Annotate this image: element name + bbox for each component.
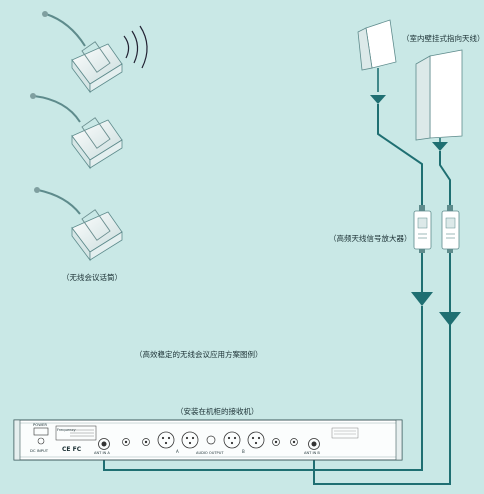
dc-input-label: DC INPUT [30, 448, 49, 453]
receiver-label: （安装在机柜的接收机） [176, 407, 259, 416]
signal-amplifier-2 [441, 205, 460, 253]
antenna-cables [103, 104, 451, 485]
certification-marks: CE FC [62, 446, 82, 453]
signal-arrow-2 [439, 312, 461, 326]
amplifier-label: （高频天线信号放大器） [329, 234, 412, 243]
microphone-label: （无线会议话筒） [62, 273, 122, 282]
wireless-microphone-3 [34, 187, 123, 262]
receiver-rack-unit [13, 419, 403, 461]
scheme-title: （高效稳定的无线会议应用方案图例） [135, 350, 263, 359]
wireless-microphone-2 [30, 93, 123, 170]
ant-in-b-label: ANT IN B [304, 451, 320, 455]
channel-a-label: A [176, 449, 179, 454]
frequency-label: Frequency [57, 428, 76, 432]
channel-b-label: B [242, 449, 245, 454]
directional-antenna-right [415, 49, 463, 151]
signal-arrow-1 [411, 292, 433, 306]
audio-output-label: AUDIO OUTPUT [196, 451, 224, 455]
wireless-microphone-1 [42, 11, 148, 94]
directional-antenna-left [357, 19, 397, 104]
power-label: POWER [33, 422, 48, 427]
indoor-antenna-label: （室内壁挂式指向天线） [402, 34, 484, 43]
ant-in-a-label: ANT IN A [94, 451, 110, 455]
signal-amplifier-1 [413, 205, 432, 253]
